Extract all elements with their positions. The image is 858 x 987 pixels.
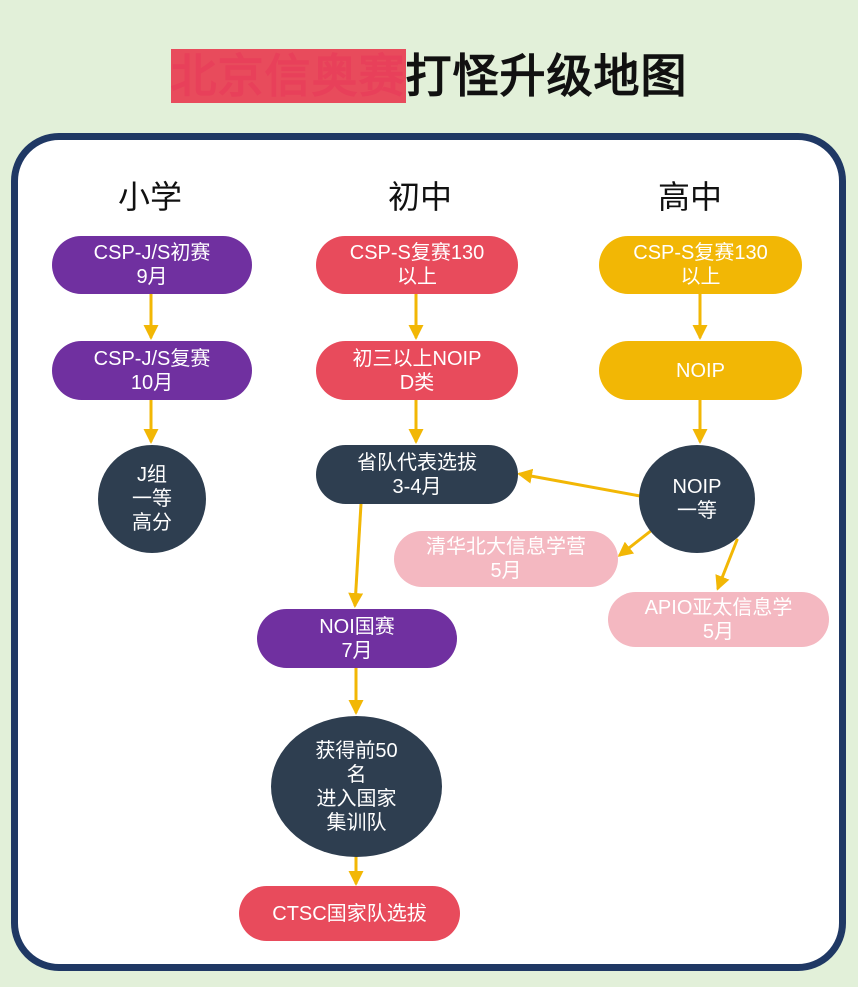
- node-provincial-selection: 省队代表选拔 3-4月: [316, 445, 518, 504]
- node-j-group-first: J组 一等 高分: [98, 445, 206, 553]
- node-csp-js-prelim: CSP-J/S初赛 9月: [52, 236, 252, 294]
- node-noip: NOIP: [599, 341, 802, 400]
- column-header-middle: 初中: [387, 178, 452, 216]
- title-highlight: 北京信奥赛: [170, 49, 406, 103]
- node-noi-national: NOI国赛 7月: [257, 609, 457, 668]
- node-csp-s-130-middle: CSP-S复赛130 以上: [316, 236, 518, 294]
- node-csp-s-130-high: CSP-S复赛130 以上: [599, 236, 802, 294]
- column-header-high: 高中: [657, 178, 722, 216]
- arrow-h3-m3: [517, 468, 642, 498]
- node-top50-training-team: 获得前50 名 进入国家 集训队: [271, 716, 442, 857]
- title-rest: 打怪升级地图: [405, 49, 688, 103]
- arrow-h3-h4: [617, 528, 654, 557]
- arrow-m3-m4: [348, 502, 364, 608]
- node-noip-first: NOIP 一等: [639, 445, 755, 553]
- node-noip-d-class: 初三以上NOIP D类: [316, 341, 518, 400]
- arrow-h3-h5: [715, 538, 739, 591]
- page-title: 北京信奥赛打怪升级地图: [0, 40, 858, 106]
- node-thu-pku-camp: 清华北大信息学营 5月: [394, 531, 618, 587]
- node-csp-js-final: CSP-J/S复赛 10月: [52, 341, 252, 400]
- node-apio: APIO亚太信息学 5月: [608, 592, 829, 647]
- node-ctsc-selection: CTSC国家队选拔: [239, 886, 460, 941]
- column-header-primary: 小学: [117, 178, 182, 216]
